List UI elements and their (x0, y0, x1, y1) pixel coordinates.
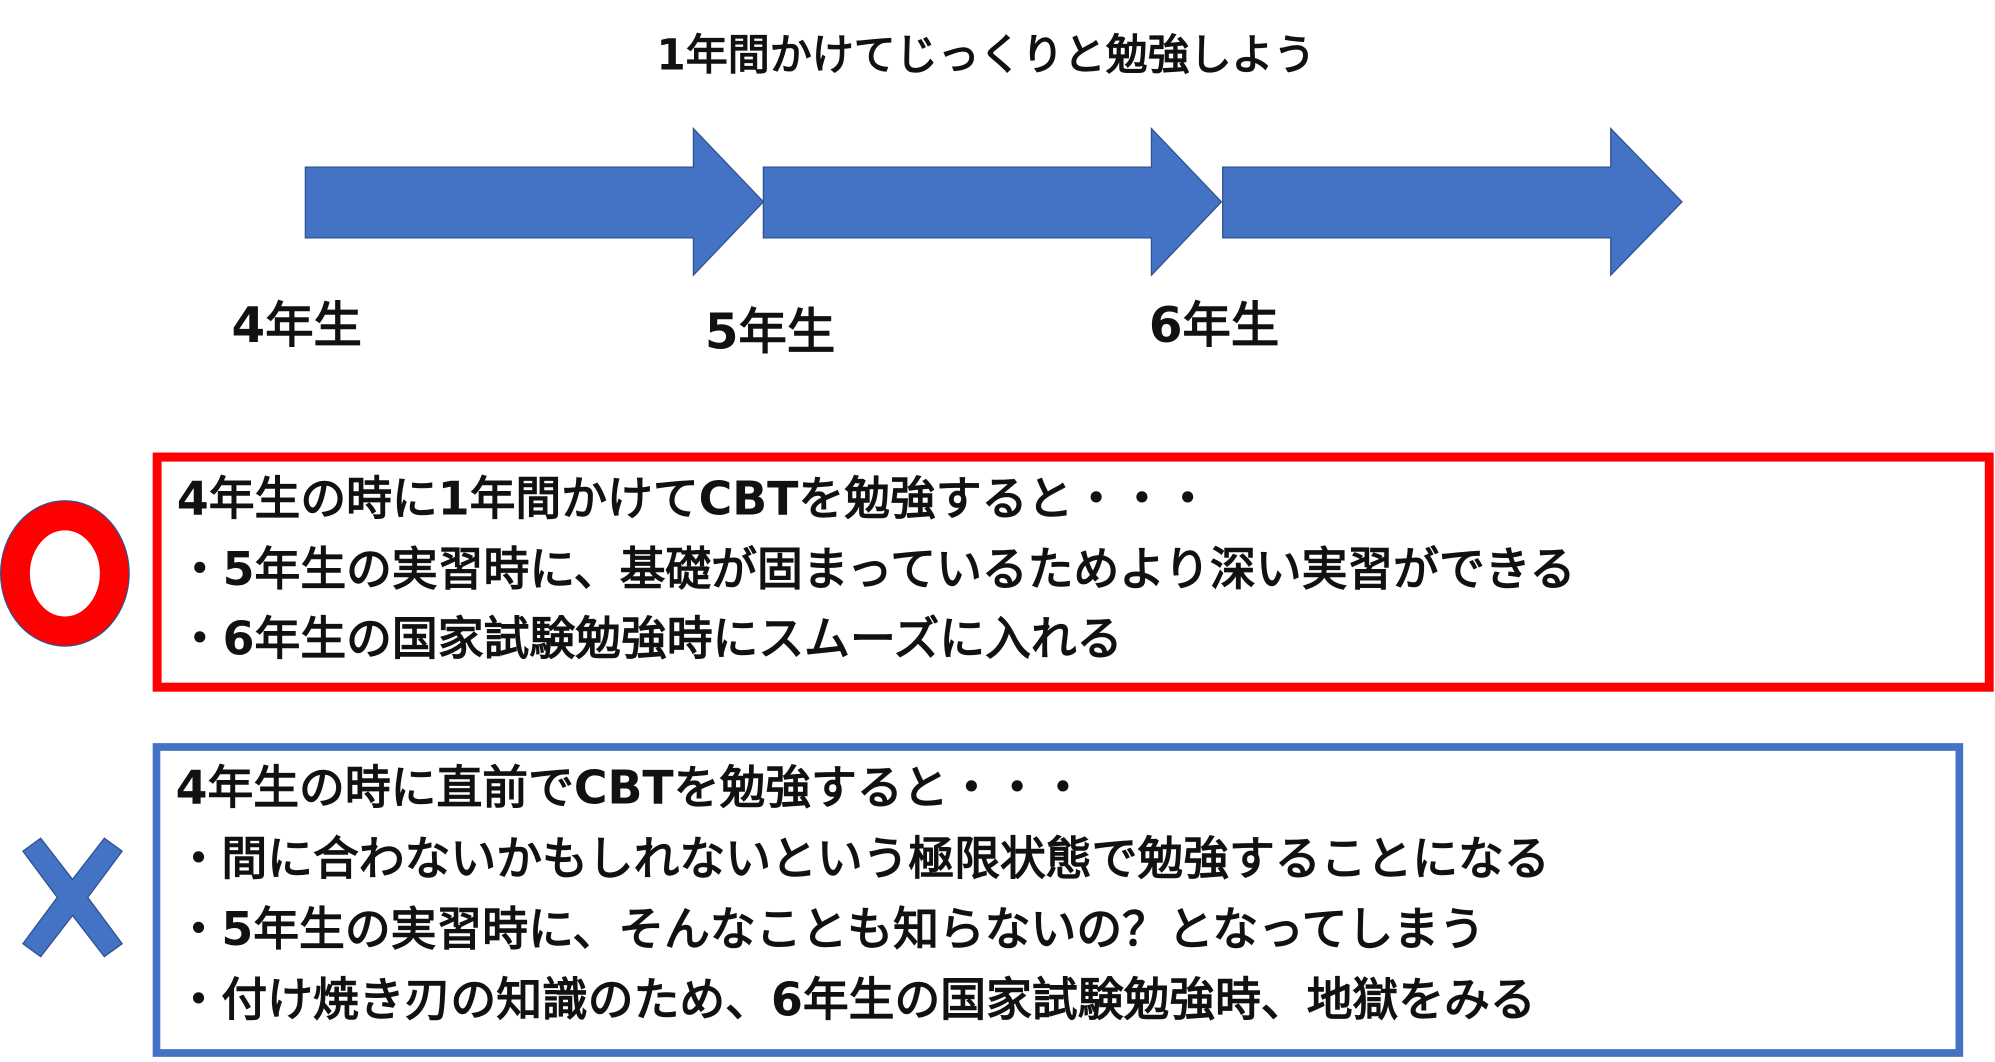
bad-case-box: 4年生の時に直前でCBTを勉強すると・・・ ・間に合わないかもしれないという極限… (152, 743, 1964, 1057)
arrow-year-4 (304, 126, 765, 277)
arrow-year-5 (762, 126, 1223, 277)
bad-case-point: ・5年生の実習時に、そんなことも知らないの？となってしまう (175, 903, 1485, 957)
bad-case-heading: 4年生の時に直前でCBTを勉強すると・・・ (175, 762, 1086, 816)
good-case-point: ・6年生の国家試験勉強時にスムーズに入れる (176, 613, 1123, 666)
circle-mark-icon (0, 500, 130, 647)
good-case-point: ・5年生の実習時に、基礎が固まっているためより深い実習ができる (176, 543, 1576, 597)
year-label-6: 6年生 (1148, 296, 1280, 354)
good-case-box: 4年生の時に1年間かけてCBTを勉強すると・・・ ・5年生の実習時に、基礎が固ま… (152, 452, 1994, 692)
bad-case-point: ・間に合わないかもしれないという極限状態で勉強することになる (175, 833, 1550, 886)
arrow-year-6 (1222, 126, 1683, 277)
timeline-arrows (304, 126, 1683, 277)
bad-case-point: ・付け焼き刃の知識のため、6年生の国家試験勉強時、地獄をみる (175, 974, 1536, 1028)
slide-title: 1年間かけてじっくりと勉強しよう (656, 29, 1316, 80)
year-label-5: 5年生 (704, 303, 836, 360)
cross-mark-icon (22, 837, 124, 958)
year-label-4: 4年生 (231, 296, 362, 354)
good-case-heading: 4年生の時に1年間かけてCBTを勉強すると・・・ (176, 473, 1211, 526)
